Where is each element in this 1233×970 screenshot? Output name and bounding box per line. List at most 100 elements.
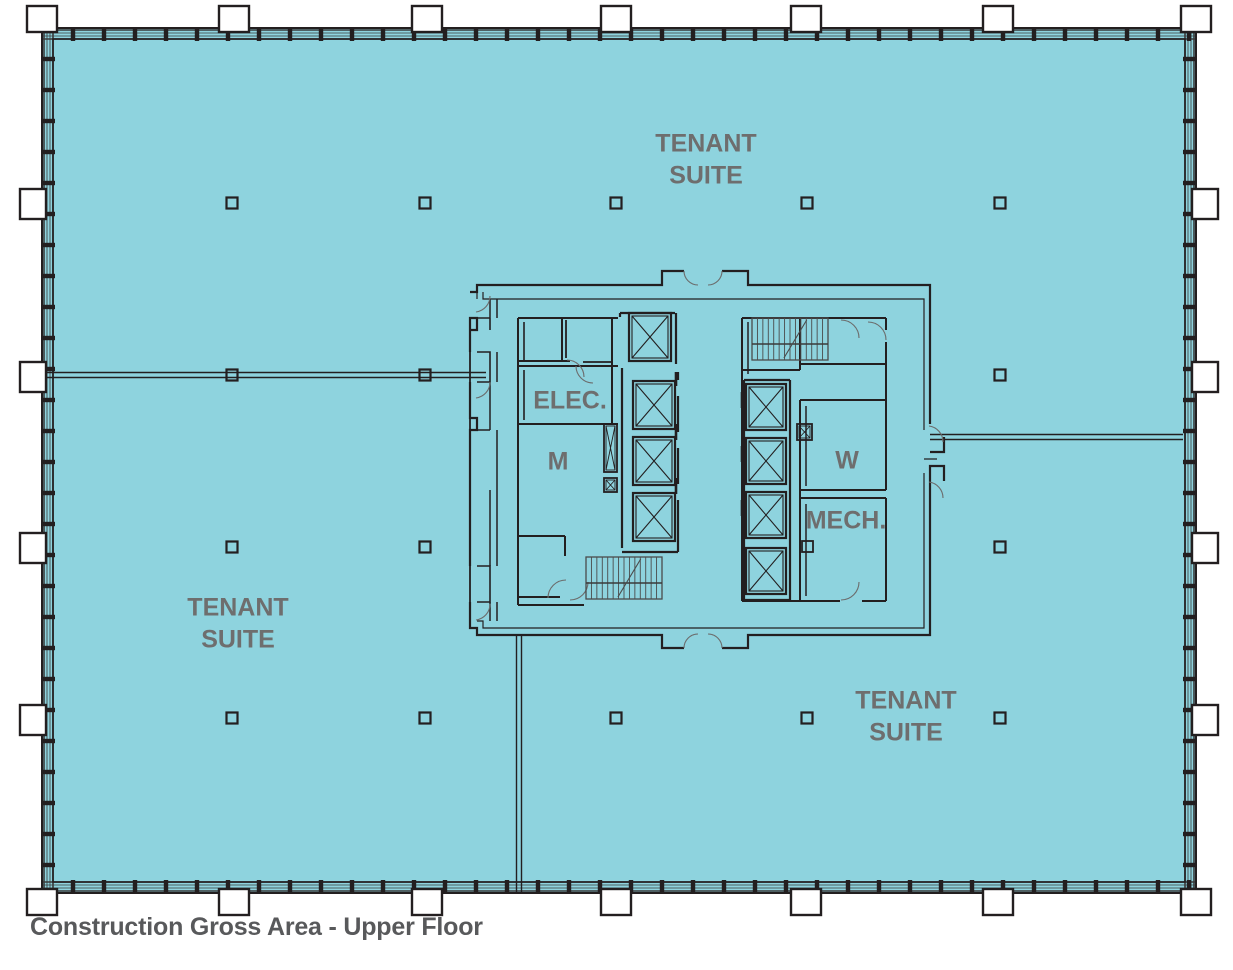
mullion-tick [43,428,55,434]
perimeter-column-left-3 [18,360,48,394]
perimeter-column-right-5 [1190,703,1220,737]
door-swing-core-s1 [683,633,699,649]
perimeter-column-top-3 [410,4,444,34]
elevator-shaft-cross [635,495,673,539]
mullion-tick [876,29,882,41]
mullion-tick [43,459,55,465]
duct-shaft-east-small-inner [798,425,811,439]
mullion-tick [1183,645,1195,651]
mullion-tick [535,880,541,892]
door-swing-m2 [569,581,589,601]
elevator-shaft-cross [748,386,784,428]
perimeter-column-left-2 [18,187,48,221]
mullion-tick [876,880,882,892]
core-outer-wall [468,269,946,650]
mullion-tick [101,880,107,892]
mullion-tick [1183,273,1195,279]
mullion-tick [442,29,448,41]
mullion-tick [43,676,55,682]
perimeter-column-top-5 [789,4,823,34]
interior-column-11 [993,540,1007,554]
duct-shaft-west-small-inner [605,479,616,491]
mullion-tick [566,29,572,41]
mullion-tick [43,614,55,620]
mullion-tick [938,880,944,892]
mullion-tick [1000,880,1006,892]
duct-shaft-east-small-cross [798,425,811,439]
mullion-tick [938,29,944,41]
elevator-shaft-box [627,311,673,363]
elevator-shaft-east-1 [744,382,788,432]
mullion-tick [70,880,76,892]
elevator-shaft-east-4 [744,546,788,596]
mullion-tick [1124,880,1130,892]
stair-south-break-line [617,558,642,598]
mech-shaft-box [801,540,814,553]
interior-column-4 [800,196,814,210]
perimeter-column-top-2 [217,4,251,34]
mullion-tick [690,29,696,41]
perimeter-column-top-1 [25,4,59,34]
mullion-tick [43,273,55,279]
mullion-tick [752,880,758,892]
mullion-tick [163,29,169,41]
mullion-tick [814,880,820,892]
elevator-shaft-box [631,491,677,543]
mullion-tick [43,769,55,775]
mullion-tick [1183,521,1195,527]
perimeter-column-bottom-6 [981,887,1015,917]
mullion-tick [43,800,55,806]
elevator-shaft-west-3 [631,435,677,487]
door-swing-core-w [475,381,491,399]
elevator-shaft-box [631,379,677,431]
mullion-tick [1183,56,1195,62]
mullion-tick [43,862,55,868]
door-swing-core-n1 [683,270,699,286]
mullion-tick [132,880,138,892]
mullion-tick [1183,180,1195,186]
elevator-shaft-inner [635,383,673,427]
mullion-tick [1183,862,1195,868]
demising-walls [42,371,1183,893]
mullion-tick [43,707,55,713]
mullion-tick [783,29,789,41]
mullion-tick [907,880,913,892]
door-swing-elec-1 [566,359,585,378]
mullion-tick [349,880,355,892]
service-core [468,269,946,650]
mullion-tick [163,880,169,892]
tenant-suite-top-label-line1: TENANT [655,130,756,158]
mullion-tick [43,149,55,155]
door-swing-elec-2 [575,365,594,384]
mullion-tick [1183,242,1195,248]
mullion-tick [1183,490,1195,496]
mullion-tick [43,180,55,186]
mullion-tick [907,29,913,41]
room-label-elec: ELEC. [533,387,607,415]
mullion-tick [659,880,665,892]
mullion-tick [1183,552,1195,558]
perimeter-columns [18,4,1220,917]
mullion-tick [287,880,293,892]
core-outer-wall-inner [476,292,937,629]
duct-shaft-west-small-cross [605,479,616,491]
mullion-tick [659,29,665,41]
mullion-tick [690,880,696,892]
mullion-tick [225,880,231,892]
tenant-suite-left-label-line1: TENANT [187,594,288,622]
mullion-tick [597,880,603,892]
mullion-tick [566,880,572,892]
mullion-tick [256,29,262,41]
elevator-shaft-cross [635,439,673,483]
mullion-tick [628,880,634,892]
mullion-tick [628,29,634,41]
duct-shaft-east-small [796,423,813,441]
elevator-shaft-cross [635,383,673,427]
elevator-shaft-inner [748,550,784,592]
stairs [585,317,829,600]
mullion-tick [504,29,510,41]
perimeter-column-right-2 [1190,187,1220,221]
mullion-tick [535,29,541,41]
door-swing-core-n2 [707,270,723,286]
